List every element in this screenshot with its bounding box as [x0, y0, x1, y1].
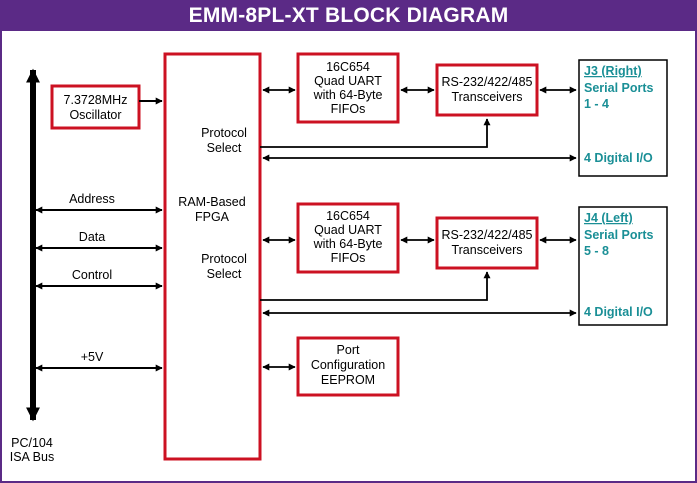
uart-bottom-line3: with 64-Byte — [313, 237, 383, 251]
address-label: Address — [69, 192, 115, 206]
uart-top-line2: Quad UART — [314, 74, 382, 88]
eeprom-line2: Configuration — [311, 358, 385, 372]
j4-ports-line2: 5 - 8 — [584, 244, 609, 258]
fpga-line1: RAM-Based — [178, 195, 245, 209]
oscillator-line1: 7.3728MHz — [64, 93, 128, 107]
j3-ports-line1: Serial Ports — [584, 81, 654, 95]
transceiver-bottom-line1: RS-232/422/485 — [441, 228, 532, 242]
j4-ports-line1: Serial Ports — [584, 228, 654, 242]
uart-top-line4: FIFOs — [331, 102, 366, 116]
j3-connector — [578, 59, 668, 177]
eeprom-block — [296, 336, 400, 397]
uart-bottom-line4: FIFOs — [331, 251, 366, 265]
protocol-select-1-line2: Select — [207, 141, 242, 155]
protocol-select-2-line2: Select — [207, 267, 242, 281]
bus-label-line2: ISA Bus — [10, 450, 54, 464]
eeprom-line1: Port — [337, 343, 360, 357]
uart-bottom-block — [296, 202, 400, 274]
data-label: Data — [79, 230, 105, 244]
protocol-select-1-line1: Protocol — [201, 126, 247, 140]
uart-top-block — [296, 52, 400, 124]
j4-title: J4 (Left) — [584, 211, 633, 225]
protocol-select-2-arrow — [260, 271, 491, 301]
j3-ports-line2: 1 - 4 — [584, 97, 609, 111]
fpga-block — [163, 52, 262, 461]
power-label: +5V — [81, 350, 104, 364]
uart-top-line1: 16C654 — [326, 60, 370, 74]
transceiver-top-line2: Transceivers — [451, 90, 522, 104]
j3-title: J3 (Right) — [584, 64, 642, 78]
j4-digital-io: 4 Digital I/O — [584, 305, 653, 319]
oscillator-block — [50, 84, 141, 130]
protocol-select-2-line1: Protocol — [201, 252, 247, 266]
control-label: Control — [72, 268, 112, 282]
fpga-line2: FPGA — [195, 210, 230, 224]
j4-connector — [578, 206, 668, 326]
oscillator-line2: Oscillator — [69, 108, 121, 122]
eeprom-line3: EEPROM — [321, 373, 375, 387]
transceiver-top-block — [435, 63, 539, 117]
protocol-select-1-arrow — [260, 118, 491, 148]
transceiver-top-line1: RS-232/422/485 — [441, 75, 532, 89]
uart-bottom-line1: 16C654 — [326, 209, 370, 223]
bus-label-line1: PC/104 — [11, 436, 53, 450]
uart-bottom-line2: Quad UART — [314, 223, 382, 237]
transceiver-bottom-block — [435, 216, 539, 270]
transceiver-bottom-line2: Transceivers — [451, 243, 522, 257]
j3-digital-io: 4 Digital I/O — [584, 151, 653, 165]
uart-top-line3: with 64-Byte — [313, 88, 383, 102]
diagram-title: EMM-8PL-XT BLOCK DIAGRAM — [0, 0, 697, 31]
